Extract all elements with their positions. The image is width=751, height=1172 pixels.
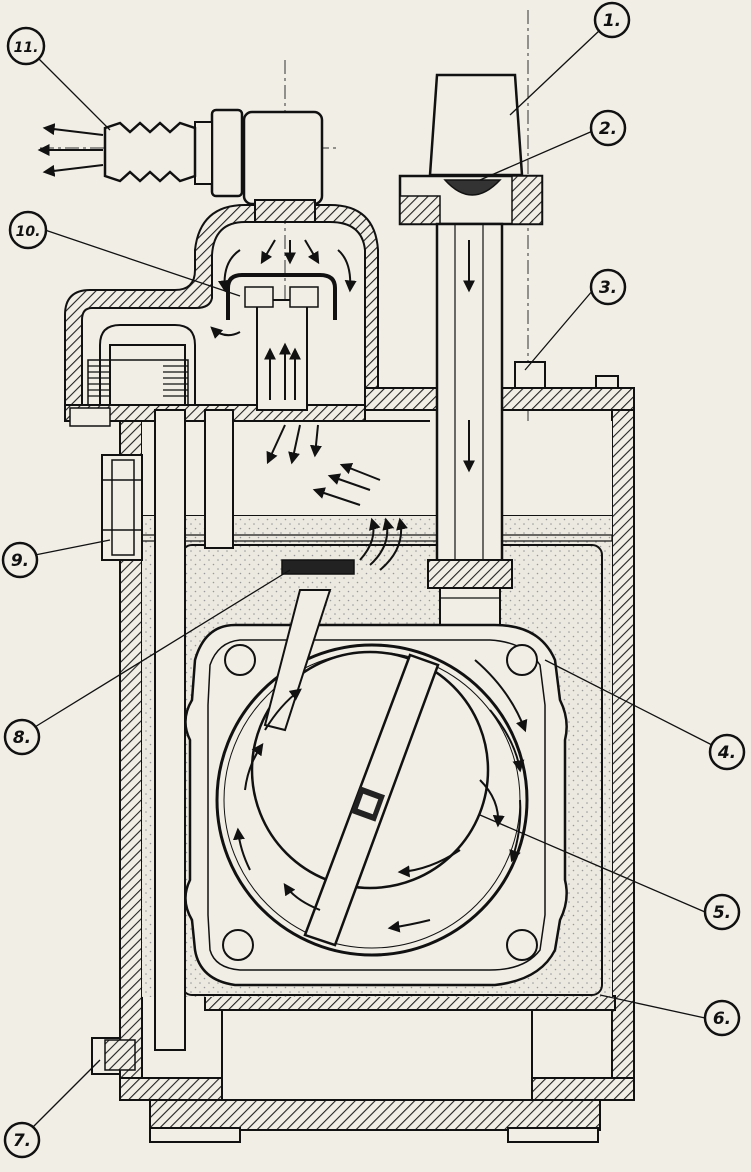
callout-circle	[3, 1121, 41, 1159]
pump-bore	[215, 643, 529, 957]
leader-lines	[29, 29, 713, 1131]
callout-circle	[703, 999, 741, 1037]
callout-circle	[593, 1, 631, 39]
callout-1: 1.	[593, 1, 631, 39]
oil-tube	[154, 409, 186, 1051]
callout-6: 6.	[703, 999, 741, 1037]
callout-label: 11.	[14, 40, 39, 56]
flow-arrows	[37, 123, 528, 933]
drain-plug	[91, 1037, 136, 1075]
inlet-pipe	[398, 73, 544, 659]
callout-label: 3.	[599, 278, 617, 298]
callout-circle	[3, 718, 41, 756]
callout-label: 8.	[13, 728, 31, 748]
callout-2: 2.	[589, 109, 627, 147]
callout-circle	[8, 210, 48, 250]
discharge-channel	[263, 589, 332, 732]
callout-7: 7.	[3, 1121, 41, 1159]
callout-8: 8.	[3, 718, 41, 756]
discharge-valve	[281, 559, 355, 575]
callout-11: 11.	[6, 26, 46, 66]
oil-separator-cap	[226, 273, 337, 411]
callout-circle	[703, 893, 741, 931]
callout-label: 7.	[13, 1131, 31, 1151]
callout-circle	[589, 109, 627, 147]
callout-circle	[6, 26, 46, 66]
callout-9: 9.	[1, 541, 39, 579]
exhaust-outlet	[103, 108, 324, 223]
callout-label: 1.	[603, 11, 621, 31]
callout-label: 4.	[717, 743, 736, 763]
callout-label: 6.	[713, 1009, 731, 1029]
callout-label: 5.	[713, 903, 731, 923]
callout-5: 5.	[703, 893, 741, 931]
callout-circle	[589, 268, 627, 306]
sight-glass	[101, 454, 143, 561]
callout-circle	[708, 733, 746, 771]
callout-3: 3.	[589, 268, 627, 306]
callout-4: 4.	[708, 733, 746, 771]
callout-label: 10.	[16, 224, 41, 240]
callout-label: 9.	[11, 551, 29, 571]
callout-10: 10.	[8, 210, 48, 250]
callout-circle	[1, 541, 39, 579]
callout-label: 2.	[599, 119, 617, 139]
